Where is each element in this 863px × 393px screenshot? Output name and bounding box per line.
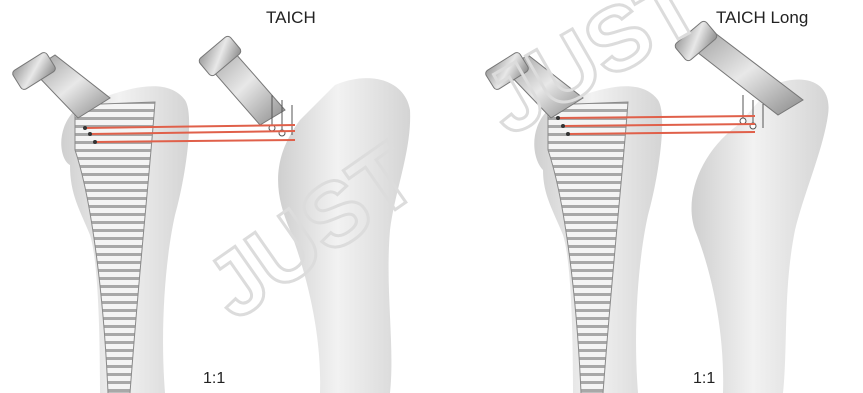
panel-title: TAICH Long xyxy=(716,8,808,28)
femur-right-section xyxy=(692,79,829,393)
panel-taich: JUST TAICH 1:1 xyxy=(0,0,430,393)
femur-right-section xyxy=(278,78,410,393)
panel-taich-long: JUST TAICH Long 1:1 xyxy=(433,0,863,393)
taich-long-illustration xyxy=(433,0,863,393)
panel-title: TAICH xyxy=(266,8,316,28)
taich-illustration xyxy=(0,0,430,393)
scale-label: 1:1 xyxy=(693,370,715,388)
scale-label: 1:1 xyxy=(203,370,225,388)
